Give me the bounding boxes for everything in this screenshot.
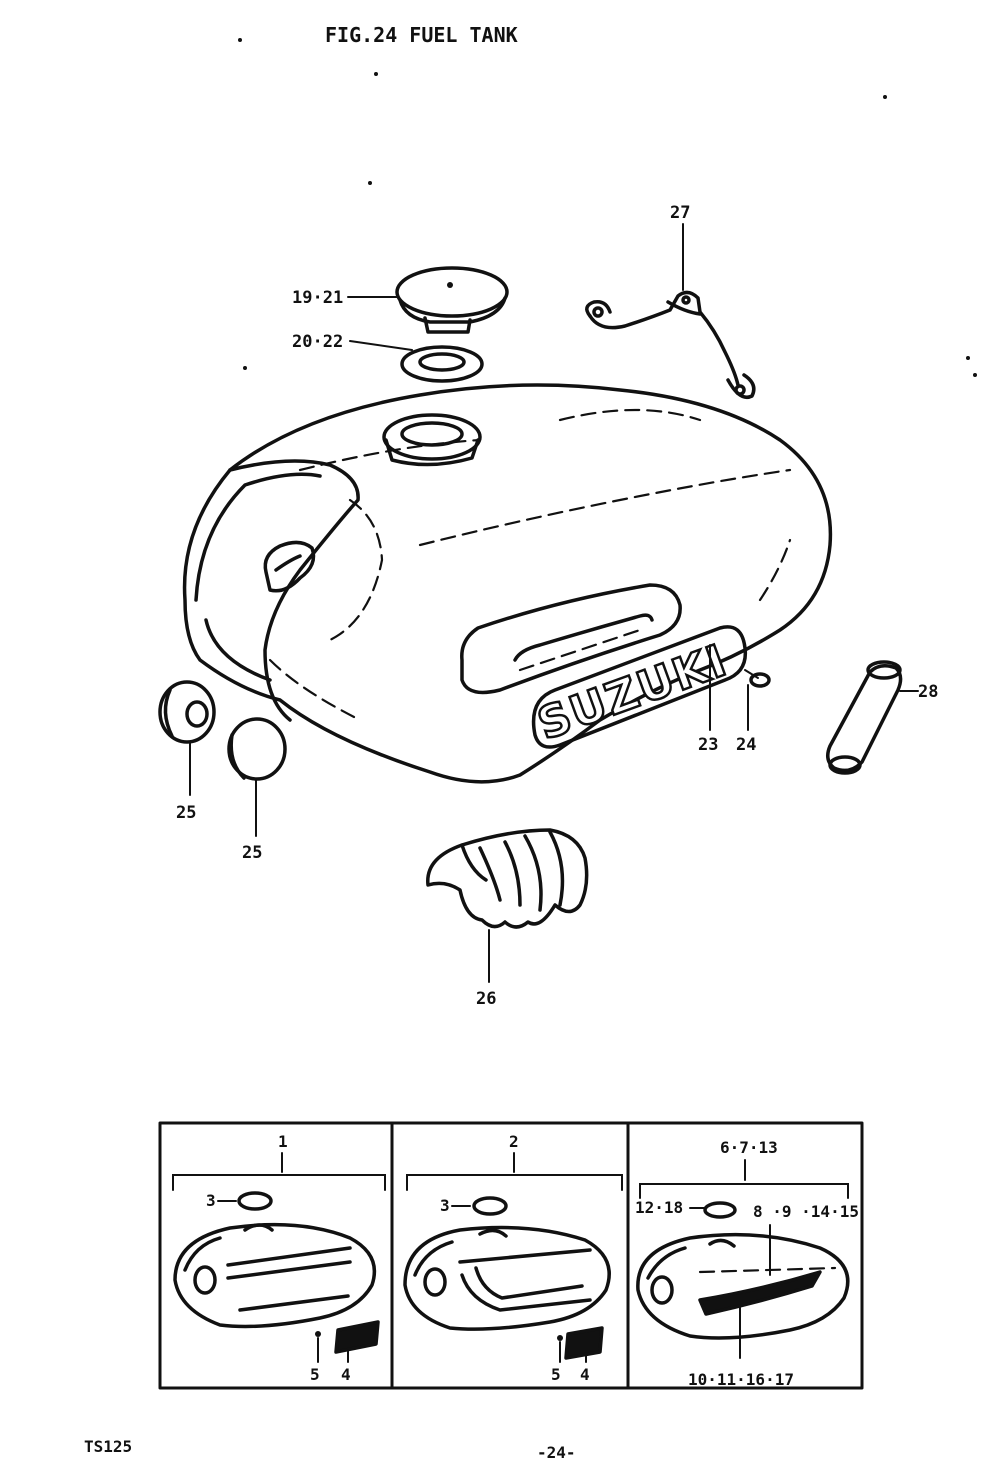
- panel3-stripe-bottom-label: 10·11·16·17: [688, 1370, 794, 1389]
- page-number: -24-: [537, 1443, 576, 1462]
- variant-panel-1: 1 3 5 4: [172, 1132, 386, 1384]
- panel1-top-label: 1: [278, 1132, 288, 1151]
- scan-specks: [238, 38, 977, 377]
- callout-25-a: 25: [176, 803, 196, 823]
- model-code: TS125: [84, 1437, 132, 1456]
- fuel-tank-body: [182, 383, 833, 784]
- callout-28: 28: [918, 682, 938, 702]
- tank-cushion-part-a: [158, 680, 216, 744]
- panel1-cap-label: 3: [206, 1191, 216, 1210]
- fuel-cap-part: [395, 266, 509, 334]
- panel2-label-5: 5: [551, 1365, 561, 1384]
- panel3-top-label: 6·7·13: [720, 1138, 778, 1157]
- panel2-label-4: 4: [580, 1365, 590, 1384]
- suzuki-emblem-part: SUZUKI: [530, 625, 748, 752]
- panel3-stripe-top-label: 8 ·9 ·14·15: [753, 1202, 859, 1221]
- emblem-screw-part: [744, 669, 771, 688]
- panel1-label-5: 5: [310, 1365, 320, 1384]
- variant-panel-2: 2 3 5 4: [403, 1132, 623, 1384]
- callout-20-22: 20·22: [292, 332, 343, 352]
- callout-25-b: 25: [242, 843, 262, 863]
- panel2-top-label: 2: [509, 1132, 519, 1151]
- suzuki-logo-text: SUZUKI: [531, 635, 734, 750]
- callout-26: 26: [476, 989, 496, 1009]
- tank-strap-part: [826, 660, 903, 775]
- panel3-cap-label: 12·18: [635, 1198, 683, 1217]
- tank-variant-inset: 1 3 5 4 2 3: [158, 1121, 864, 1390]
- tank-bracket-part: [585, 290, 756, 399]
- callout-23: 23: [698, 735, 718, 755]
- panel1-label-4: 4: [341, 1365, 351, 1384]
- callout-27: 27: [670, 203, 690, 223]
- callout-19-21: 19·21: [292, 288, 343, 308]
- panel2-cap-label: 3: [440, 1196, 450, 1215]
- figure-title: FIG.24 FUEL TANK: [325, 23, 518, 47]
- rear-cushion-part: [426, 828, 589, 929]
- variant-panel-3: 6·7·13 12·18 8 ·9 ·14·15 10·11·16·17: [635, 1138, 859, 1389]
- callout-24: 24: [736, 735, 756, 755]
- tank-cushion-part-b: [227, 717, 287, 781]
- cap-gasket-part: [400, 345, 484, 383]
